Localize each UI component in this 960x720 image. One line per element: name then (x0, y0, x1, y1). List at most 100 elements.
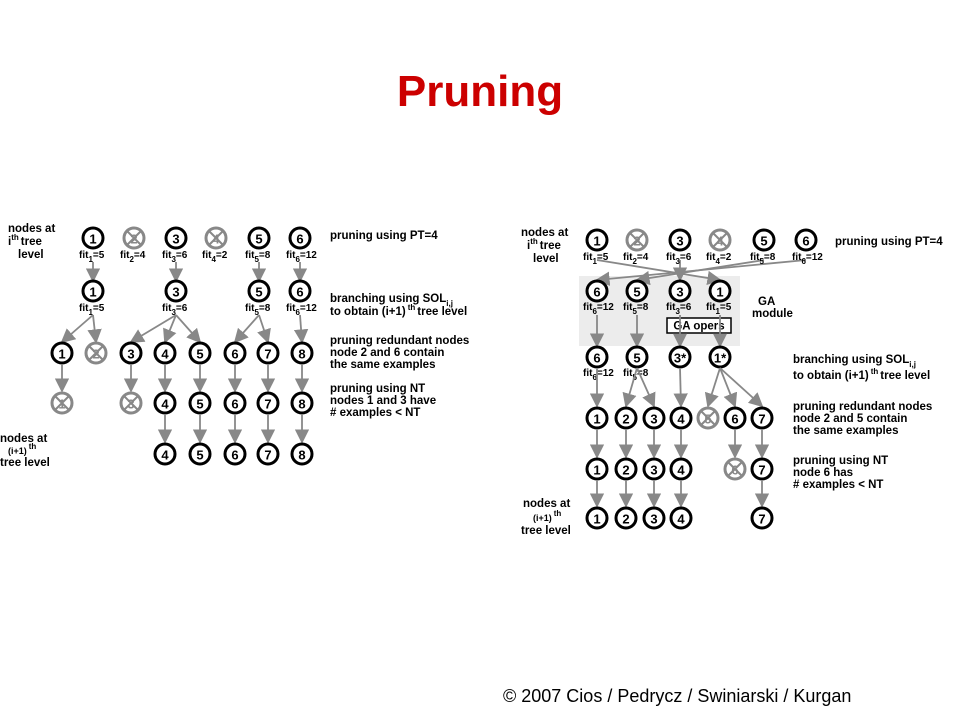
left-bottom-label-tree-level: tree level (0, 457, 50, 469)
left-r1-fit-5: fit5=8 (245, 250, 271, 264)
right-edge-branch-2 (636, 367, 656, 408)
left-r1-node-1-label: 1 (89, 232, 96, 247)
right-ga-node-3: 3 (668, 279, 692, 303)
left-r1-node-6-label: 6 (296, 232, 303, 247)
left-edge-branch-5 (233, 314, 260, 344)
right-r3-node-1: 5 (625, 345, 649, 369)
right-r6-node-3-label: 3 (650, 512, 657, 527)
right-r1-node-5: 5 (752, 228, 776, 252)
right-edge-branch-4 (704, 367, 721, 408)
left-r5-node-8-label: 8 (298, 448, 305, 463)
left-r4-node-8: 8 (290, 391, 314, 415)
left-note-redundant-2: node 2 and 6 contain (330, 347, 444, 359)
left-r2-node-1-label: 1 (89, 285, 96, 300)
right-r5-node-4-circle (669, 457, 693, 481)
right-r6-node-7: 7 (750, 506, 774, 530)
right-note-redundant-1: pruning redundant nodes (793, 401, 932, 413)
left-r4-node-6-circle (223, 391, 247, 415)
right-r6-node-7-label: 7 (758, 512, 765, 527)
ga-opers-box (666, 317, 732, 334)
right-r5-node-7-label: 7 (758, 463, 765, 478)
left-r5-node-4-label: 4 (161, 448, 169, 463)
right-r4-node-2-label: 2 (622, 412, 629, 427)
right-r1-node-1-label: 1 (593, 234, 600, 249)
right-r3-node-2-circle (668, 345, 692, 369)
right-r5-node-1: 1 (585, 457, 609, 481)
left-r3-node-3-2-circle (119, 341, 143, 365)
right-r4-node-7-label: 7 (758, 412, 765, 427)
right-ga-fit-3: fit3=6 (666, 302, 692, 316)
right-r5-node-7: 7 (750, 457, 774, 481)
left-note-redundant-1: pruning redundant nodes (330, 335, 469, 347)
right-r4-node-4-circle (669, 406, 693, 430)
left-label-nodes-at: nodes at (8, 223, 55, 235)
right-ga-node-6-label: 6 (593, 285, 600, 300)
slide-title: Pruning (396, 67, 564, 116)
left-r4-node-6: 6 (223, 391, 247, 415)
right-r1-node-1: 1 (585, 228, 609, 252)
left-r1-node-5: 5 (247, 226, 271, 250)
right-r6-node-7-circle (750, 506, 774, 530)
right-r5-node-3: 3 (642, 457, 666, 481)
right-r1-fit-2: fit2=4 (623, 252, 649, 266)
left-r1-fit-6: fit6=12 (286, 250, 317, 264)
right-r3-node-3: 1* (708, 345, 732, 369)
left-r3-node-3-2-label: 3 (127, 347, 134, 362)
right-bottom-label-i1: (i+1)th (533, 509, 561, 523)
left-r1-node-4: 4 (204, 226, 228, 250)
left-note-branch-1: branching using SOLi,j (330, 293, 453, 308)
right-r1-fit-4: fit4=2 (706, 252, 732, 266)
right-ga-node-5-label: 5 (633, 285, 640, 300)
right-r4-node-1-label: 1 (593, 412, 600, 427)
left-r1-node-2: 2 (122, 226, 146, 250)
left-r4-node-1: 1 (50, 391, 74, 415)
right-r1-node-5-label: 5 (760, 234, 767, 249)
left-r5-node-7-label: 7 (264, 448, 271, 463)
right-ga-node-6-circle (585, 279, 609, 303)
right-node-layer: 1fit1=52fit2=43fit3=64fit4=25fit5=86fit6… (583, 228, 823, 530)
left-r1-node-1: 1 (81, 226, 105, 250)
left-node-layer: 1fit1=52fit2=43fit3=64fit4=25fit5=86fit6… (50, 226, 317, 466)
right-r3-node-0-circle (585, 345, 609, 369)
left-r4-node-7-label: 7 (264, 397, 271, 412)
left-r1-node-6: 6 (288, 226, 312, 250)
left-note-nt-2: nodes 1 and 3 have (330, 395, 436, 407)
right-r6-node-4-circle (669, 506, 693, 530)
left-r3-node-5-4-circle (188, 341, 212, 365)
left-r4-node-3: 3 (119, 391, 143, 415)
ga-opers-label: GA opers (673, 321, 724, 333)
left-r4-node-1-cross-b (54, 395, 70, 411)
right-r6-node-2: 2 (614, 506, 638, 530)
right-bottom-label-tree-level: tree level (521, 525, 571, 536)
right-edge-r1-ga-3 (596, 259, 722, 286)
right-bottom-label-nodes-at: nodes at (523, 498, 570, 510)
left-r5-node-6-circle (223, 442, 247, 466)
left-r2-node-3: 3 (164, 279, 188, 303)
right-note-redundant-3: the same examples (793, 425, 898, 437)
right-r1-node-3: 3 (668, 228, 692, 252)
left-r4-node-6-label: 6 (231, 397, 238, 412)
right-r5-node-1-label: 1 (593, 463, 600, 478)
left-r2-node-5-circle (247, 279, 271, 303)
left-r3-node-7-6-label: 7 (264, 347, 271, 362)
left-r4-node-5: 5 (188, 391, 212, 415)
left-r1-node-3-label: 3 (172, 232, 179, 247)
right-ga-node-1-label: 1 (716, 285, 723, 300)
left-r5-node-7-circle (256, 442, 280, 466)
right-r5-node-6: 6 (723, 457, 747, 481)
right-ga-node-3-circle (668, 279, 692, 303)
right-ga-node-1-circle (708, 279, 732, 303)
right-r5-node-2-circle (614, 457, 638, 481)
right-ga-node-6: 6 (585, 279, 609, 303)
left-edge-branch-1 (87, 314, 102, 344)
right-r1-node-5-circle (752, 228, 776, 252)
right-r1-fit-1: fit1=5 (583, 252, 609, 266)
left-note-nt-3: # examples < NT (330, 407, 420, 419)
right-note-module: module (752, 308, 793, 320)
left-r3-node-7-6-circle (256, 341, 280, 365)
right-ga-fit-5: fit5=8 (623, 302, 649, 316)
left-r5-node-6-label: 6 (231, 448, 238, 463)
right-ga-node-5-circle (625, 279, 649, 303)
